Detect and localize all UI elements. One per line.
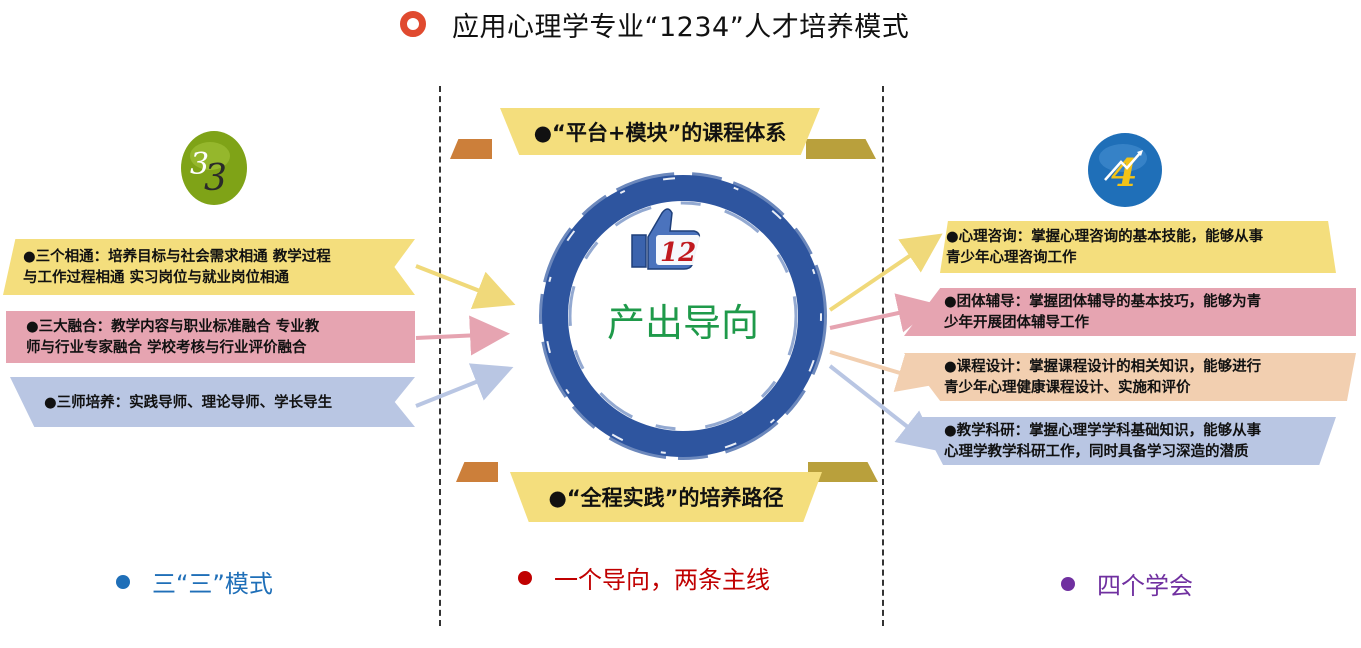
- left-item-2-line2: 师与行业专家融合 学校考核与行业评价融合: [26, 339, 307, 356]
- arrow-blue: [415, 363, 514, 408]
- number-four-icon: 4: [1087, 132, 1163, 208]
- right-item-3-line2: 青少年心理健康课程设计、实施和评价: [944, 379, 1191, 396]
- divider-left: [439, 86, 441, 626]
- center-caption-dot: [518, 570, 532, 585]
- brush-circle: [539, 172, 827, 460]
- arrow-right-yellow: [828, 233, 943, 312]
- right-item-3: ●课程设计：掌握课程设计的相关知识，能够进行 青少年心理健康课程设计、实施和评价: [904, 353, 1356, 401]
- right-item-3-line1: ●课程设计：掌握课程设计的相关知识，能够进行: [944, 358, 1262, 375]
- arrow-right-pink: [829, 293, 938, 333]
- right-item-4-line2: 心理学教学科研工作，同时具备学习深造的潜质: [944, 443, 1249, 460]
- bottom-banner: ●“全程实践”的培养路径: [510, 472, 822, 522]
- left-item-1-line2: 与工作过程相通 实习岗位与就业岗位相通: [23, 269, 290, 286]
- badge-number-shadow: 3: [190, 147, 209, 182]
- banner-top-tab-right: [806, 139, 876, 159]
- right-caption: 四个学会: [1097, 572, 1193, 600]
- left-caption-dot: [116, 574, 130, 589]
- left-item-2-line1: ●三大融合：教学内容与职业标准融合 专业教: [26, 318, 320, 335]
- page-title: 应用心理学专业“1234”人才培养模式: [452, 11, 910, 43]
- top-banner: ●“平台+模块”的课程体系: [500, 108, 820, 155]
- right-item-4: ●教学科研：掌握心理学学科基础知识，能够从事 心理学教学科研工作，同时具备学习深…: [918, 417, 1336, 465]
- right-item-2: ●团体辅导：掌握团体辅导的基本技巧，能够为青 少年开展团体辅导工作: [904, 288, 1356, 336]
- center-caption: 一个导向，两条主线: [554, 566, 770, 594]
- banner-bottom-tab-left: [456, 462, 498, 482]
- right-caption-row: 四个学会: [1061, 566, 1193, 601]
- right-arrows: [828, 233, 943, 451]
- badge-number: 3: [204, 158, 227, 199]
- arrow-right-blue: [828, 364, 939, 451]
- left-caption: 三“三”模式: [152, 570, 273, 598]
- arrow-pink: [415, 315, 510, 356]
- left-arrows: [415, 264, 516, 408]
- ring-icon: [400, 11, 426, 37]
- banner-bottom-tab-right: [808, 462, 878, 482]
- right-item-1-line1: ●心理咨询：掌握心理咨询的基本技能，能够从事: [946, 228, 1264, 245]
- right-item-4-line1: ●教学科研：掌握心理学学科基础知识，能够从事: [944, 422, 1262, 439]
- left-item-3: ●三师培养：实践导师、理论导师、学长导生: [10, 377, 415, 427]
- arrow-right-orange: [829, 350, 938, 392]
- right-item-1: ●心理咨询：掌握心理咨询的基本技能，能够从事 青少年心理咨询工作: [940, 221, 1336, 273]
- core-text: 产出导向: [606, 301, 759, 345]
- left-item-1: ●三个相通：培养目标与社会需求相通 教学过程 与工作过程相通 实习岗位与就业岗位…: [3, 239, 415, 295]
- center-caption-row: 一个导向，两条主线: [518, 560, 770, 595]
- left-item-3-line1: ●三师培养：实践导师、理论导师、学长导生: [44, 393, 333, 411]
- right-item-1-line2: 青少年心理咨询工作: [946, 249, 1077, 266]
- left-item-1-line1: ●三个相通：培养目标与社会需求相通 教学过程: [23, 248, 331, 265]
- thumb-number: 12: [660, 238, 696, 268]
- right-caption-dot: [1061, 576, 1075, 591]
- divider-right: [882, 86, 884, 626]
- right-item-2-line2: 少年开展团体辅导工作: [944, 314, 1089, 331]
- left-caption-row: 三“三”模式: [116, 564, 273, 599]
- badge-four-number: 4: [1111, 150, 1137, 195]
- number-three-icon: 3 3: [180, 128, 248, 206]
- right-item-2-line1: ●团体辅导：掌握团体辅导的基本技巧，能够为青: [944, 293, 1262, 310]
- left-item-2: ●三大融合：教学内容与职业标准融合 专业教 师与行业专家融合 学校考核与行业评价…: [6, 311, 415, 363]
- arrow-yellow: [415, 264, 516, 309]
- banner-top-tab-left: [450, 139, 492, 159]
- thumbs-up-icon: 12: [631, 208, 701, 270]
- title-row: 应用心理学专业“1234”人才培养模式: [400, 2, 909, 46]
